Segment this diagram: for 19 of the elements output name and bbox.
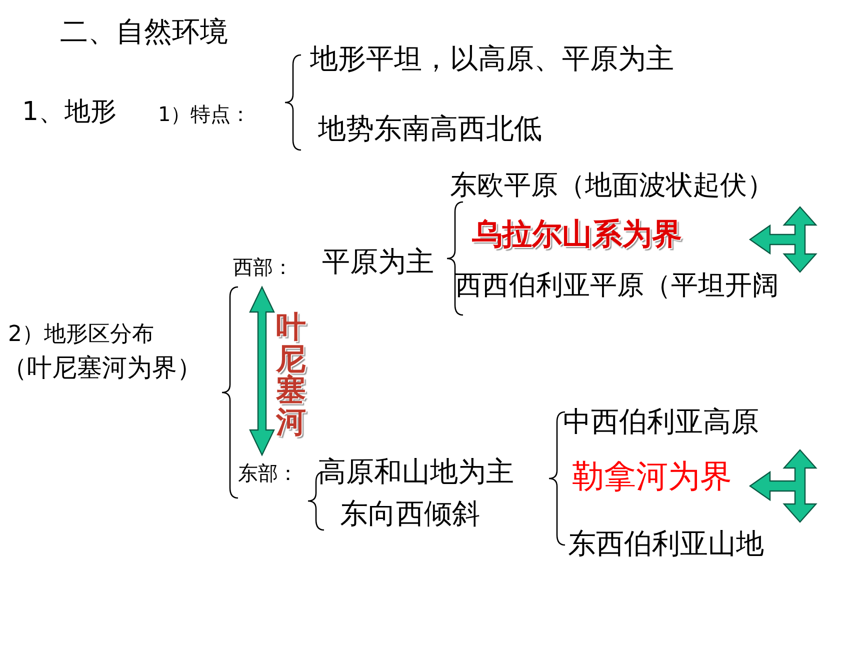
subheading-text: 东部： xyxy=(238,462,298,485)
item-text: 西西伯利亚平原（平坦开阔 xyxy=(455,270,779,302)
item-text: 地形平坦，以高原、平原为主 xyxy=(310,43,674,76)
item-text: 中西伯利亚高原 xyxy=(563,406,759,438)
subheading-text: （叶尼塞河为界） xyxy=(2,354,202,383)
subheading-text: 西部： xyxy=(233,256,293,279)
subheading-text: 2）地形区分布 xyxy=(8,322,154,348)
boundary-note: 叶尼塞河 xyxy=(276,312,307,438)
item-text: 高原和山地为主 xyxy=(318,456,514,488)
boundary-note: 乌拉尔山系为界 xyxy=(472,218,682,252)
item-text: 地势东南高西北低 xyxy=(318,113,542,146)
item-text: 东西伯利亚山地 xyxy=(568,528,764,560)
heading-text: 1、地形 xyxy=(22,98,117,128)
item-text: 平原为主 xyxy=(322,246,434,278)
boundary-note: 勒拿河为界 xyxy=(572,458,732,495)
item-text: 东向西倾斜 xyxy=(340,498,480,530)
section-title: 二、自然环境 xyxy=(60,16,228,48)
item-text: 东欧平原（地面波状起伏） xyxy=(450,170,774,202)
subheading-text: 1）特点： xyxy=(158,103,251,126)
